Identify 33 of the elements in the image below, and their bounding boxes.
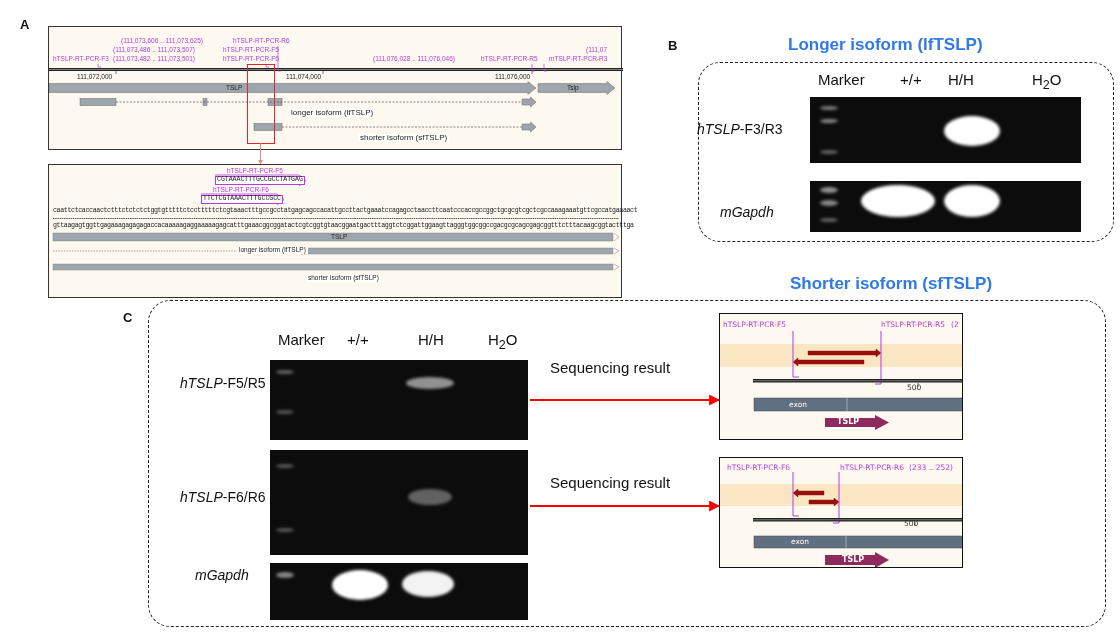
arrow xyxy=(530,394,721,406)
column-header: +/+ xyxy=(347,332,369,347)
row-label: mGapdh xyxy=(720,205,774,219)
genome-browser-view xyxy=(48,26,622,150)
highlight-box xyxy=(247,64,275,144)
sequencing-result-view xyxy=(719,457,963,568)
row-label: mGapdh xyxy=(195,568,249,582)
panel-heading: Shorter isoform (sfTSLP) xyxy=(790,275,993,292)
isoform-label: shorter isoform (sfTSLP) xyxy=(358,134,450,142)
gel-image xyxy=(270,563,528,620)
arrow xyxy=(258,142,263,165)
panel-letter: B xyxy=(668,39,678,52)
feature-label: TSLP xyxy=(842,556,865,564)
gel-image xyxy=(810,181,1081,232)
edge-label: Sequencing result xyxy=(548,475,673,490)
feature-label: TSLP xyxy=(837,418,860,426)
arrow xyxy=(530,500,721,512)
row-label: hTSLP-F3/R3 xyxy=(697,122,783,136)
edge-label: Sequencing result xyxy=(548,360,673,375)
column-header: H$_{2}$O xyxy=(488,332,518,352)
gel-image xyxy=(270,450,528,555)
row-label: hTSLP-F6/R6 xyxy=(180,490,266,504)
column-header: Marker xyxy=(278,332,325,347)
column-header: H/H xyxy=(418,332,444,347)
gel-image xyxy=(810,97,1081,163)
column-header: H$_{2}$O xyxy=(1032,72,1062,92)
sequencing-result-view xyxy=(719,313,963,440)
panel-letter: A xyxy=(20,18,30,31)
panel-letter: C xyxy=(123,311,133,324)
isoform-label: longer isoform (lfTSLP) xyxy=(289,109,376,117)
panel-heading: Longer isoform (lfTSLP) xyxy=(788,36,983,53)
row-label: hTSLP-F5/R5 xyxy=(180,376,266,390)
gel-image xyxy=(270,360,528,440)
